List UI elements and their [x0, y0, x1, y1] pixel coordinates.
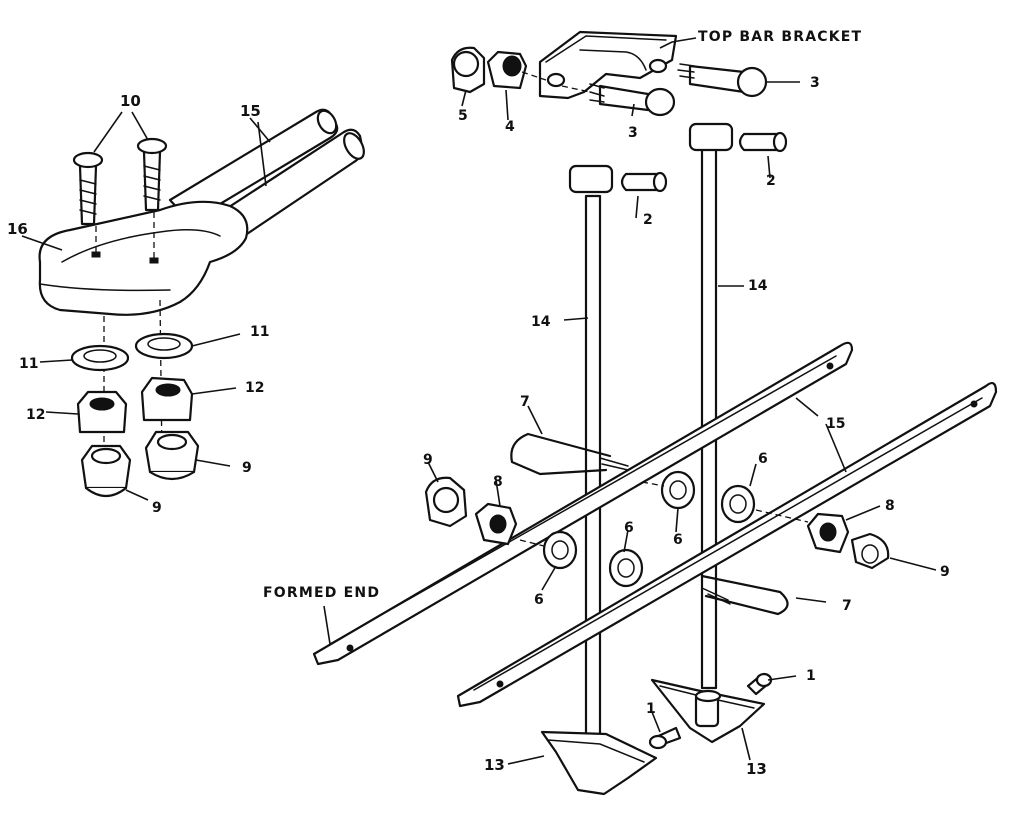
label-formed-end: FORMED END [263, 585, 380, 601]
lock-washers [70, 332, 194, 372]
callout-3-right: 3 [810, 75, 820, 91]
callout-9-right: 9 [242, 460, 252, 476]
base-tubes [312, 341, 998, 708]
callout-6-c: 6 [673, 532, 683, 548]
callout-13-right: 13 [746, 760, 767, 778]
callout-14-left: 14 [531, 314, 551, 330]
bushings-and-nuts [424, 461, 937, 591]
feet [507, 672, 797, 796]
callout-11-left: 11 [19, 356, 38, 372]
callout-6-a: 6 [624, 520, 634, 536]
callout-11-right: 11 [250, 324, 269, 340]
callout-10: 10 [120, 92, 141, 110]
callout-4: 4 [505, 119, 515, 135]
callout-6-b: 6 [534, 592, 544, 608]
callout-12-left: 12 [26, 407, 45, 423]
callout-7-left: 7 [520, 394, 530, 410]
seat-assembly [21, 108, 365, 501]
callout-5: 5 [458, 108, 468, 124]
hex-nuts [76, 376, 194, 434]
callout-8-right: 8 [885, 498, 895, 514]
carriage-bolts [72, 137, 168, 461]
callout-2-right: 2 [766, 173, 776, 189]
callout-9-left: 9 [423, 452, 433, 468]
callout-15-seat: 15 [240, 102, 261, 120]
callout-2-left: 2 [643, 212, 653, 228]
callout-13-left: 13 [484, 756, 505, 774]
callout-3-lower: 3 [628, 125, 638, 141]
callout-labels: TOP BAR BRACKET FORMED END 10 15 16 11 1… [7, 29, 950, 778]
top-bar-bracket-group [450, 30, 800, 121]
u-bolts [510, 405, 827, 616]
cap-nuts [80, 430, 200, 498]
callout-9-bottom: 9 [152, 500, 162, 516]
callout-8-left: 8 [493, 474, 503, 490]
callout-9-far-right: 9 [940, 564, 950, 580]
callout-1-right: 1 [806, 668, 816, 684]
callout-6-d: 6 [758, 451, 768, 467]
seat-bracket [38, 200, 249, 316]
callout-14-right: 14 [748, 278, 768, 294]
callout-15-base: 15 [826, 416, 845, 432]
callout-7-right: 7 [842, 598, 852, 614]
callout-16: 16 [7, 220, 28, 238]
label-top-bar-bracket: TOP BAR BRACKET [698, 29, 862, 45]
left-leaders [21, 111, 271, 501]
callout-12-right: 12 [245, 380, 264, 396]
callout-1-left: 1 [646, 701, 656, 717]
